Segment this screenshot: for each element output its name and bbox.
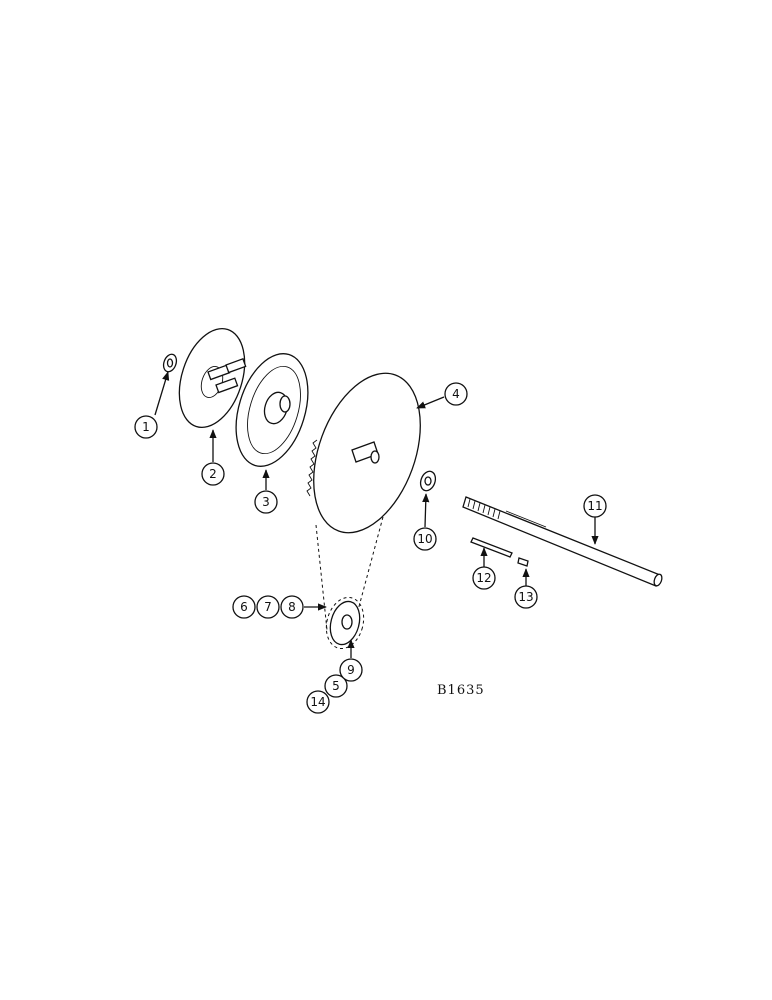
- part-pulley-disc-3: [235, 353, 309, 467]
- callout-label: 2: [209, 467, 217, 481]
- part-shaft-11: [462, 496, 663, 587]
- callout-label: 7: [264, 600, 272, 614]
- callout-label: 13: [518, 590, 533, 604]
- callout-6: 6: [232, 595, 256, 619]
- callout-11: 11: [583, 494, 607, 518]
- callout-7: 7: [256, 595, 280, 619]
- callout-12: 12: [472, 566, 496, 590]
- part-hub-plate-2: [178, 327, 247, 429]
- callout-label: 9: [347, 663, 355, 677]
- callout-8: 8: [280, 595, 304, 619]
- callout-label: 8: [288, 600, 296, 614]
- part-large-sprocket-4: [306, 372, 421, 534]
- leader-lines: [154, 371, 599, 658]
- callout-label: 10: [417, 532, 432, 546]
- callout-label: 4: [452, 387, 460, 401]
- callout-label: 14: [310, 695, 325, 709]
- part-small-sprocket-9: [325, 596, 365, 650]
- callout-label: 6: [240, 600, 248, 614]
- callout-5: 5: [324, 674, 348, 698]
- part-washer-10: [419, 470, 437, 492]
- callout-2: 2: [201, 462, 225, 486]
- callout-label: 1: [142, 420, 150, 434]
- callout-1: 1: [134, 415, 158, 439]
- callout-label: 11: [587, 499, 602, 513]
- callout-13: 13: [514, 585, 538, 609]
- callout-10: 10: [413, 527, 437, 551]
- part-washer-1: [162, 353, 178, 373]
- part-key-13: [517, 557, 529, 567]
- callout-4: 4: [444, 382, 468, 406]
- callout-9: 9: [339, 658, 363, 682]
- part-chain: [315, 516, 384, 631]
- callout-label: 5: [332, 679, 340, 693]
- callout-label: 12: [476, 571, 491, 585]
- callout-label: 3: [262, 495, 270, 509]
- callout-3: 3: [254, 490, 278, 514]
- callout-14: 14: [306, 690, 330, 714]
- part-key-12: [470, 537, 513, 558]
- figure-id: B1635: [437, 683, 485, 698]
